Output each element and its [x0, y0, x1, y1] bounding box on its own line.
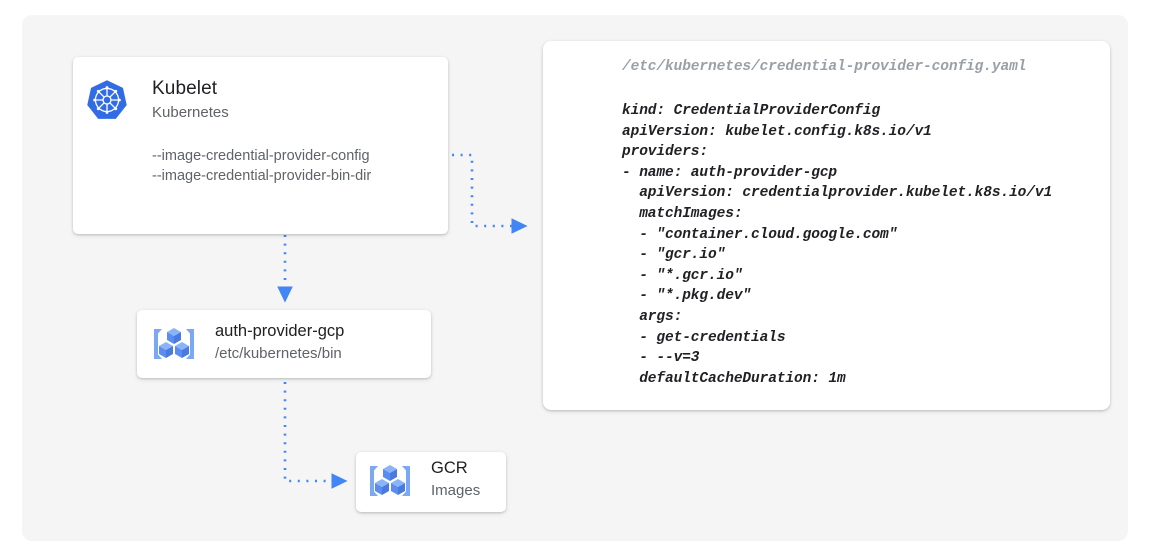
auth-provider-gcp-subtitle: /etc/kubernetes/bin [215, 345, 342, 362]
kubelet-subtitle: Kubernetes [152, 104, 229, 121]
auth-provider-gcp-title: auth-provider-gcp [215, 322, 345, 340]
container-registry-icon [149, 319, 199, 369]
config-yaml-body: kind: CredentialProviderConfig apiVersio… [622, 103, 1053, 387]
auth-provider-gcp-card[interactable] [137, 310, 431, 378]
kubelet-card[interactable] [73, 57, 448, 234]
kubelet-flag-bin-dir: --image-credential-provider-bin-dir [152, 168, 372, 184]
credential-provider-config-card[interactable] [543, 41, 1110, 410]
kubelet-flag-config: --image-credential-provider-config [152, 148, 370, 164]
kubelet-title: Kubelet [152, 78, 218, 99]
config-file-path: /etc/kubernetes/credential-provider-conf… [622, 59, 1027, 75]
gcr-subtitle: Images [431, 482, 481, 499]
gcr-title: GCR [431, 459, 468, 477]
kubernetes-logo-icon [86, 79, 128, 121]
container-registry-icon [365, 456, 415, 506]
